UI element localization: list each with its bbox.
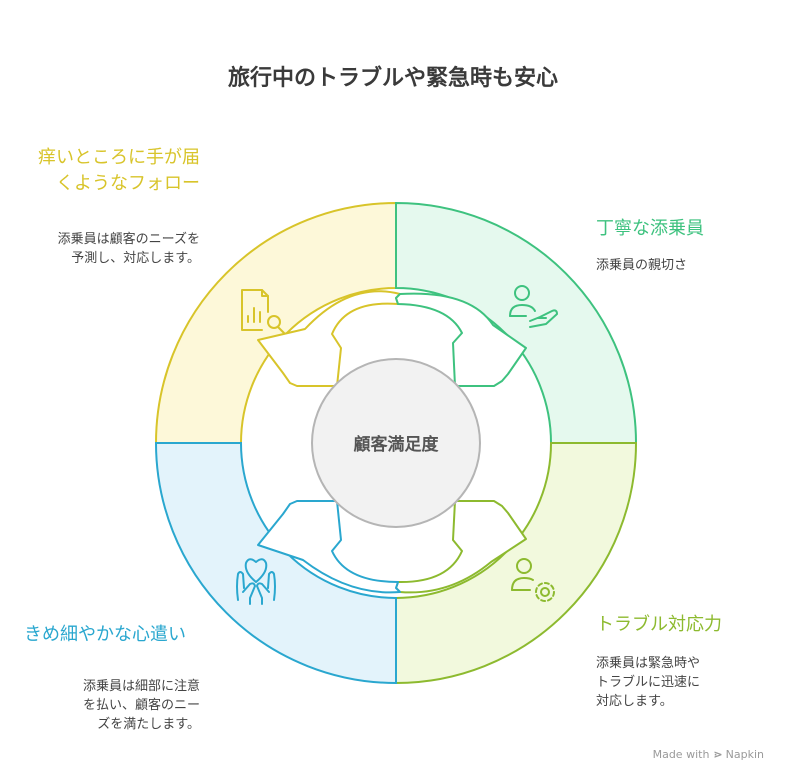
person-gear-icon <box>511 558 555 602</box>
report-search-icon <box>241 289 285 334</box>
arrow-top-right <box>395 292 527 387</box>
quadrant-bottom-left <box>154 442 397 685</box>
ring <box>154 201 638 685</box>
heading-top-left: 痒いところに手が届 くようなフォロー <box>38 147 200 194</box>
footer-made-with: Made with <box>652 748 710 761</box>
footer-brand: Napkin <box>725 748 764 761</box>
arrow-bottom-right <box>395 500 527 594</box>
description-top-right: 添乗員の親切さ <box>596 258 688 273</box>
quadrant-top-left <box>154 201 397 444</box>
hands-heart-icon <box>236 558 276 605</box>
napkin-logo-icon: ⋗ <box>713 748 723 761</box>
arrow-top-left <box>257 290 401 387</box>
heading-bottom-left: きめ細やかな心遣い <box>24 624 186 645</box>
arrows <box>257 290 527 594</box>
footer-attribution: Made with⋗Napkin <box>653 748 764 761</box>
center-node: 顧客満足度 <box>311 358 481 528</box>
quadrant-bottom-right <box>395 442 638 685</box>
person-helping-hand-icon <box>509 285 558 328</box>
description-bottom-right: 添乗員は緊急時や トラブルに迅速に 対応します。 <box>596 656 701 709</box>
description-top-left: 添乗員は顧客のニーズを 予測し、対応します。 <box>57 232 200 266</box>
description-bottom-left: 添乗員は細部に注意 を払い、顧客のニー ズを満たします。 <box>82 679 200 732</box>
heading-bottom-right: トラブル対応力 <box>596 614 722 635</box>
heading-top-right: 丁寧な添乗員 <box>596 218 704 239</box>
center-label: 顧客満足度 <box>354 434 440 455</box>
arrow-bottom-left <box>257 500 401 594</box>
diagram-title: 旅行中のトラブルや緊急時も安心 <box>227 66 558 91</box>
